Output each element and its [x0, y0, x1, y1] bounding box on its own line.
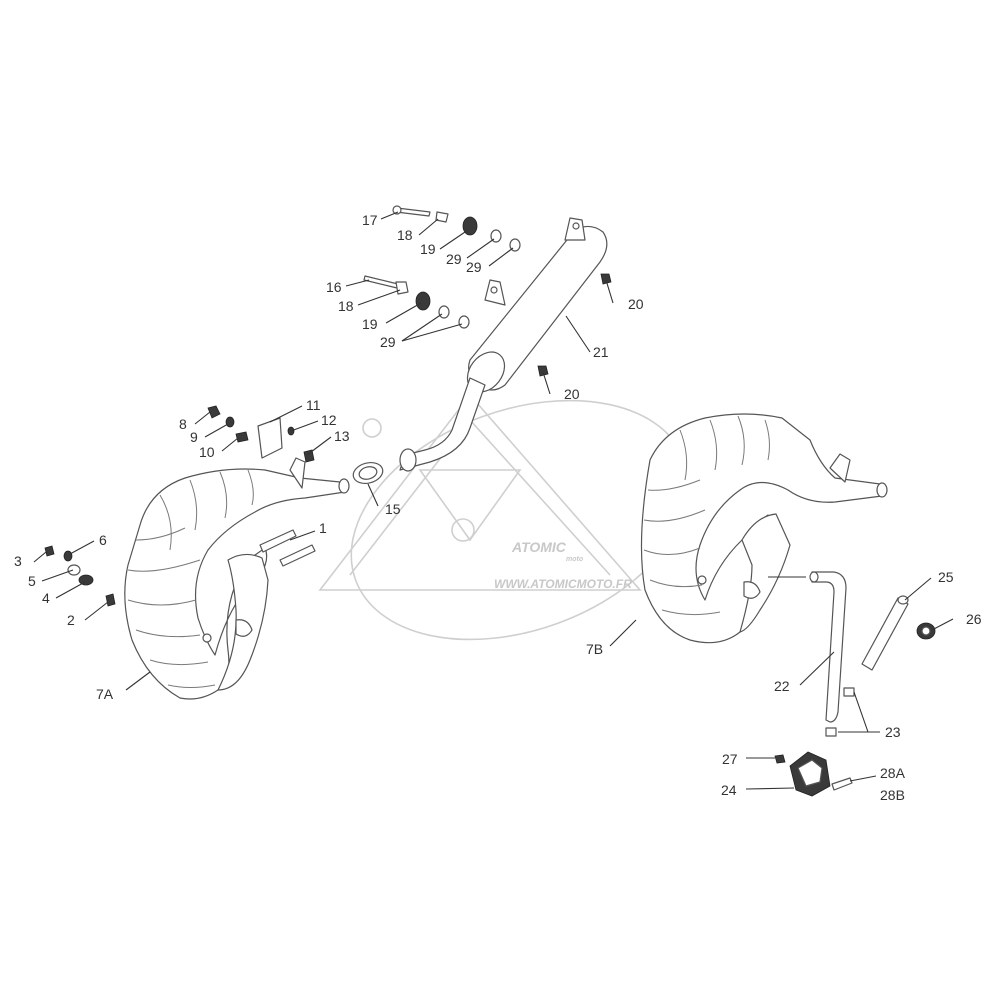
callout-19-lower: 19: [362, 316, 378, 332]
callout-21: 21: [593, 344, 609, 360]
callout-16: 16: [326, 279, 342, 295]
callout-28b: 28B: [880, 787, 905, 803]
callout-29-upper-left: 29: [446, 251, 462, 267]
callout-9: 9: [190, 429, 198, 445]
watermark-url: WWW.ATOMICMOTO.FR: [494, 577, 632, 591]
callout-26: 26: [966, 611, 982, 627]
callout-13: 13: [334, 428, 350, 444]
callout-8: 8: [179, 416, 187, 432]
watermark-brand-sub: moto: [566, 556, 584, 563]
callout-19-upper: 19: [420, 241, 436, 257]
callout-25: 25: [938, 569, 954, 585]
callout-7b: 7B: [586, 641, 603, 657]
callout-23: 23: [885, 724, 901, 740]
silencer-hardware: [352, 205, 612, 485]
watermark-brand: ATOMIC: [511, 539, 567, 555]
callout-17: 17: [362, 212, 378, 228]
callout-2: 2: [67, 612, 75, 628]
callout-20-upper: 20: [628, 296, 644, 312]
callout-labels: 1 2 3 4 5 6 7A 7B 8 9 10 11 12 13 15 16 …: [14, 212, 982, 803]
callout-22: 22: [774, 678, 790, 694]
callout-10: 10: [199, 444, 215, 460]
callout-11: 11: [306, 397, 321, 413]
callout-18-upper: 18: [397, 227, 413, 243]
callout-4: 4: [42, 590, 50, 606]
callout-12: 12: [321, 412, 337, 428]
expansion-chamber-7a: [124, 457, 350, 700]
callout-18-lower: 18: [338, 298, 354, 314]
callout-1: 1: [319, 520, 327, 536]
watermark-logo: ATOMIC moto WWW.ATOMICMOTO.FR: [318, 393, 690, 641]
silencer-part-21: [399, 217, 608, 472]
expansion-chamber-7b: [640, 413, 888, 644]
callout-24: 24: [721, 782, 737, 798]
callout-3: 3: [14, 553, 22, 569]
chamber-7b-accessories: [774, 571, 936, 797]
callout-20-lower: 20: [564, 386, 580, 402]
callout-7a: 7A: [96, 686, 114, 702]
callout-28a: 28A: [880, 765, 906, 781]
callout-27: 27: [722, 751, 738, 767]
callout-6: 6: [99, 532, 107, 548]
leader-lines: [33, 211, 954, 790]
callout-15: 15: [385, 501, 401, 517]
callout-29-lower: 29: [380, 334, 396, 350]
callout-5: 5: [28, 573, 36, 589]
chamber-7a-hardware: [44, 405, 316, 607]
callout-29-upper-right: 29: [466, 259, 482, 275]
